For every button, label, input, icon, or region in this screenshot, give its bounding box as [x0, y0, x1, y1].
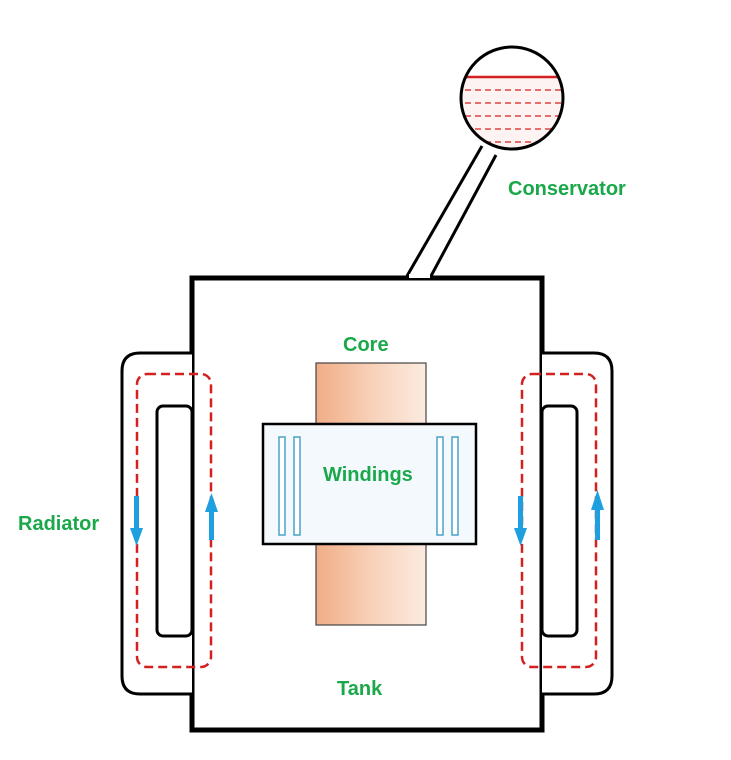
arrow-icon — [514, 496, 527, 546]
winding-coil — [436, 436, 444, 536]
radiator-label: Radiator — [18, 513, 99, 535]
tank-label: Tank — [337, 678, 383, 700]
arrow-icon — [205, 493, 218, 540]
winding-coil — [451, 436, 459, 536]
conservator-label: Conservator — [508, 178, 626, 200]
winding-coil — [278, 436, 286, 536]
arrow-icon — [130, 496, 143, 546]
winding-coil — [293, 436, 301, 536]
radiator-left — [120, 351, 218, 696]
radiator-left-fin — [155, 404, 194, 638]
windings — [261, 422, 478, 546]
conservator — [459, 45, 565, 151]
conservator-pipe — [405, 145, 498, 278]
arrow-icon — [591, 490, 604, 540]
radiator-right — [514, 351, 614, 696]
core-label: Core — [343, 334, 389, 356]
windings-label: Windings — [323, 464, 413, 486]
radiator-right-fin — [540, 404, 579, 638]
